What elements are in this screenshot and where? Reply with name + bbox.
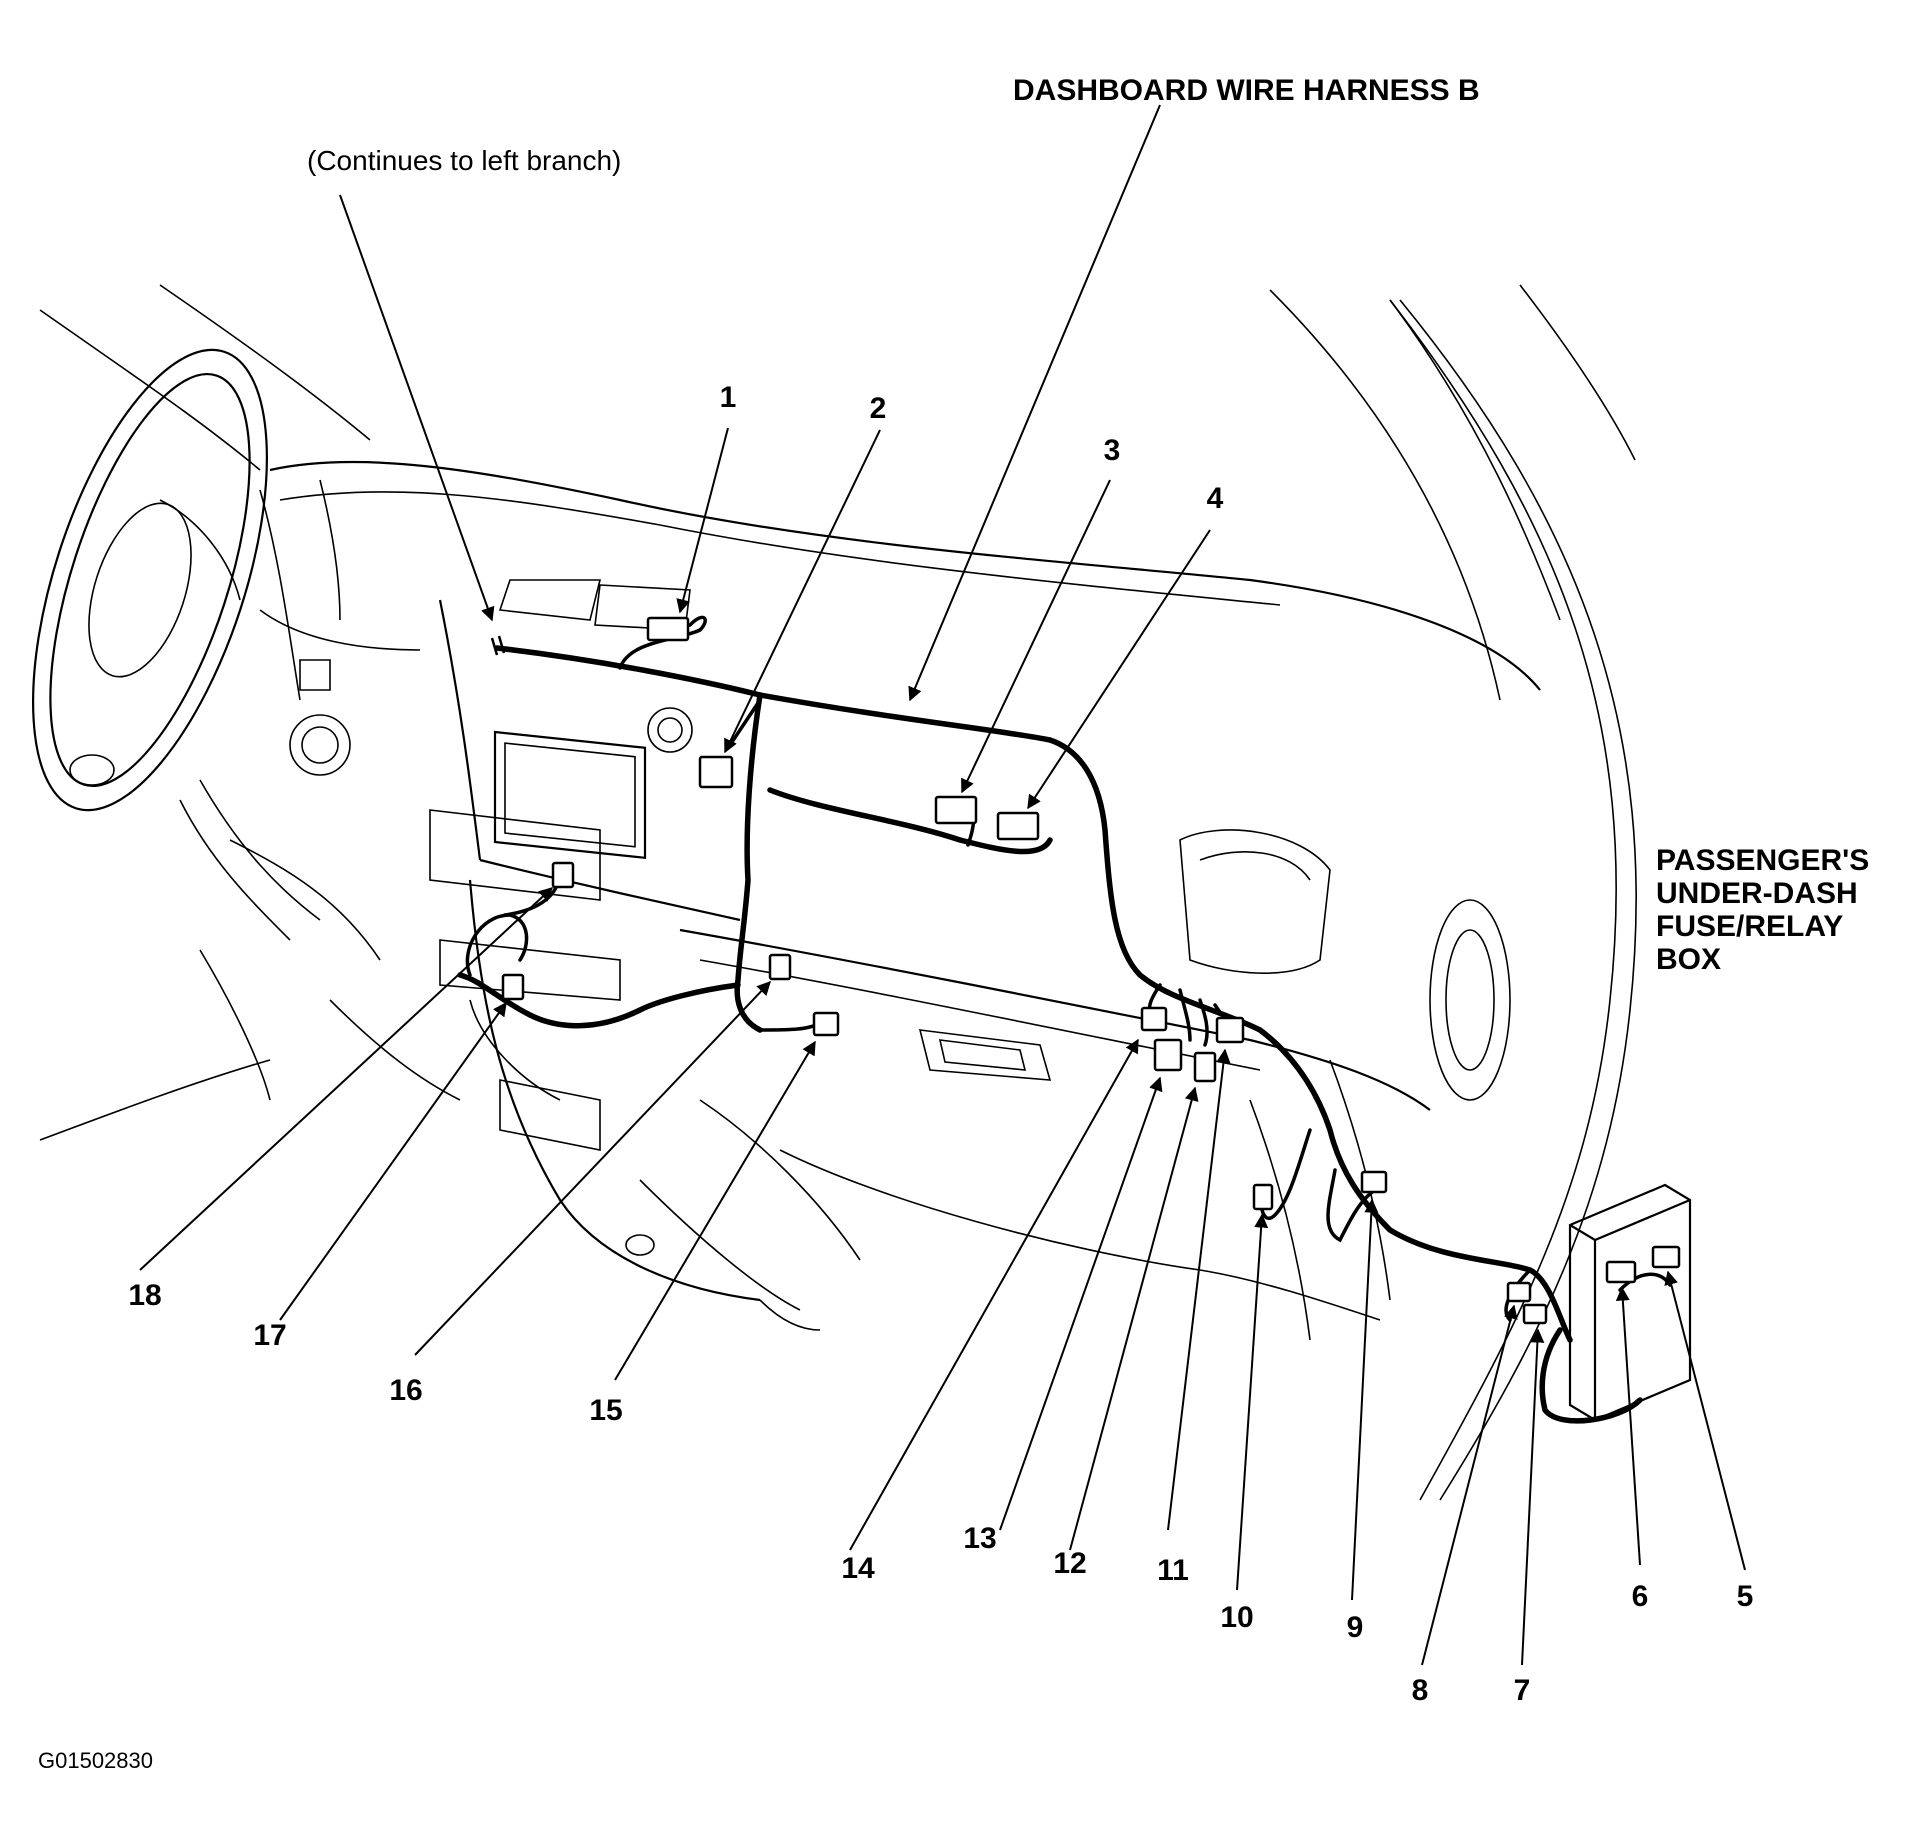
- continuation-note: (Continues to left branch): [307, 145, 621, 176]
- connector-10: [1252, 1183, 1274, 1211]
- leader-lines: [139, 104, 1746, 1666]
- callout-16: 16: [389, 1374, 422, 1407]
- connector-8: [1506, 1281, 1532, 1303]
- connector-7: [1522, 1303, 1548, 1325]
- connector-17: [501, 973, 525, 1001]
- figure-code: G01502830: [38, 1748, 153, 1773]
- callout-6: 6: [1632, 1580, 1649, 1613]
- connector-2: [698, 755, 734, 789]
- callout-numbers: 1 2 3 4 5 6 7 8 9 10 11 12 13 14 15 16 1…: [128, 381, 1753, 1707]
- callout-1: 1: [720, 381, 737, 414]
- callout-15: 15: [589, 1394, 622, 1427]
- connector-14: [1140, 1006, 1168, 1032]
- callout-9: 9: [1347, 1611, 1364, 1644]
- connector-3: [934, 795, 978, 825]
- diagram-title: DASHBOARD WIRE HARNESS B: [1013, 74, 1480, 107]
- connector-5: [1651, 1245, 1681, 1269]
- callout-12: 12: [1053, 1547, 1086, 1580]
- callout-5: 5: [1737, 1580, 1754, 1613]
- wire-harness-b: [457, 615, 1672, 1424]
- harness-left-branch: [457, 972, 741, 1029]
- dashboard-line-art: [32, 284, 1637, 1501]
- harness-center-branch: [734, 692, 763, 1033]
- leader-note: [339, 194, 495, 622]
- fuse-box-label-line-3: FUSE/RELAY: [1656, 910, 1843, 943]
- callout-8: 8: [1412, 1674, 1429, 1707]
- connector-13: [1153, 1038, 1183, 1072]
- fuse-box-label-line-4: BOX: [1656, 943, 1721, 976]
- connector-15: [812, 1011, 840, 1037]
- callout-4: 4: [1207, 482, 1224, 515]
- harness-break-mark: [490, 635, 506, 656]
- fuse-relay-box: [1568, 1183, 1692, 1422]
- connector-4: [996, 811, 1040, 841]
- callout-13: 13: [963, 1522, 996, 1555]
- connector-9: [1360, 1170, 1388, 1194]
- connectors: [501, 616, 1681, 1325]
- callout-7: 7: [1514, 1674, 1531, 1707]
- harness-main-trunk: [494, 645, 1573, 1343]
- callout-2: 2: [870, 392, 887, 425]
- connector-18: [551, 861, 575, 889]
- fuse-box-label-line-1: PASSENGER'S: [1656, 844, 1869, 877]
- callout-17: 17: [253, 1319, 286, 1352]
- connector-6: [1605, 1260, 1637, 1284]
- callout-11: 11: [1157, 1554, 1189, 1587]
- connector-11: [1215, 1016, 1245, 1044]
- connector-1: [646, 616, 690, 642]
- callout-10: 10: [1220, 1601, 1253, 1634]
- callout-3: 3: [1104, 434, 1121, 467]
- connector-12: [1193, 1051, 1217, 1083]
- callout-18: 18: [128, 1279, 161, 1312]
- connector-16: [768, 953, 792, 981]
- fuse-box-label-line-2: UNDER-DASH: [1656, 877, 1858, 910]
- callout-14: 14: [841, 1552, 875, 1585]
- leader-title: [908, 104, 1161, 702]
